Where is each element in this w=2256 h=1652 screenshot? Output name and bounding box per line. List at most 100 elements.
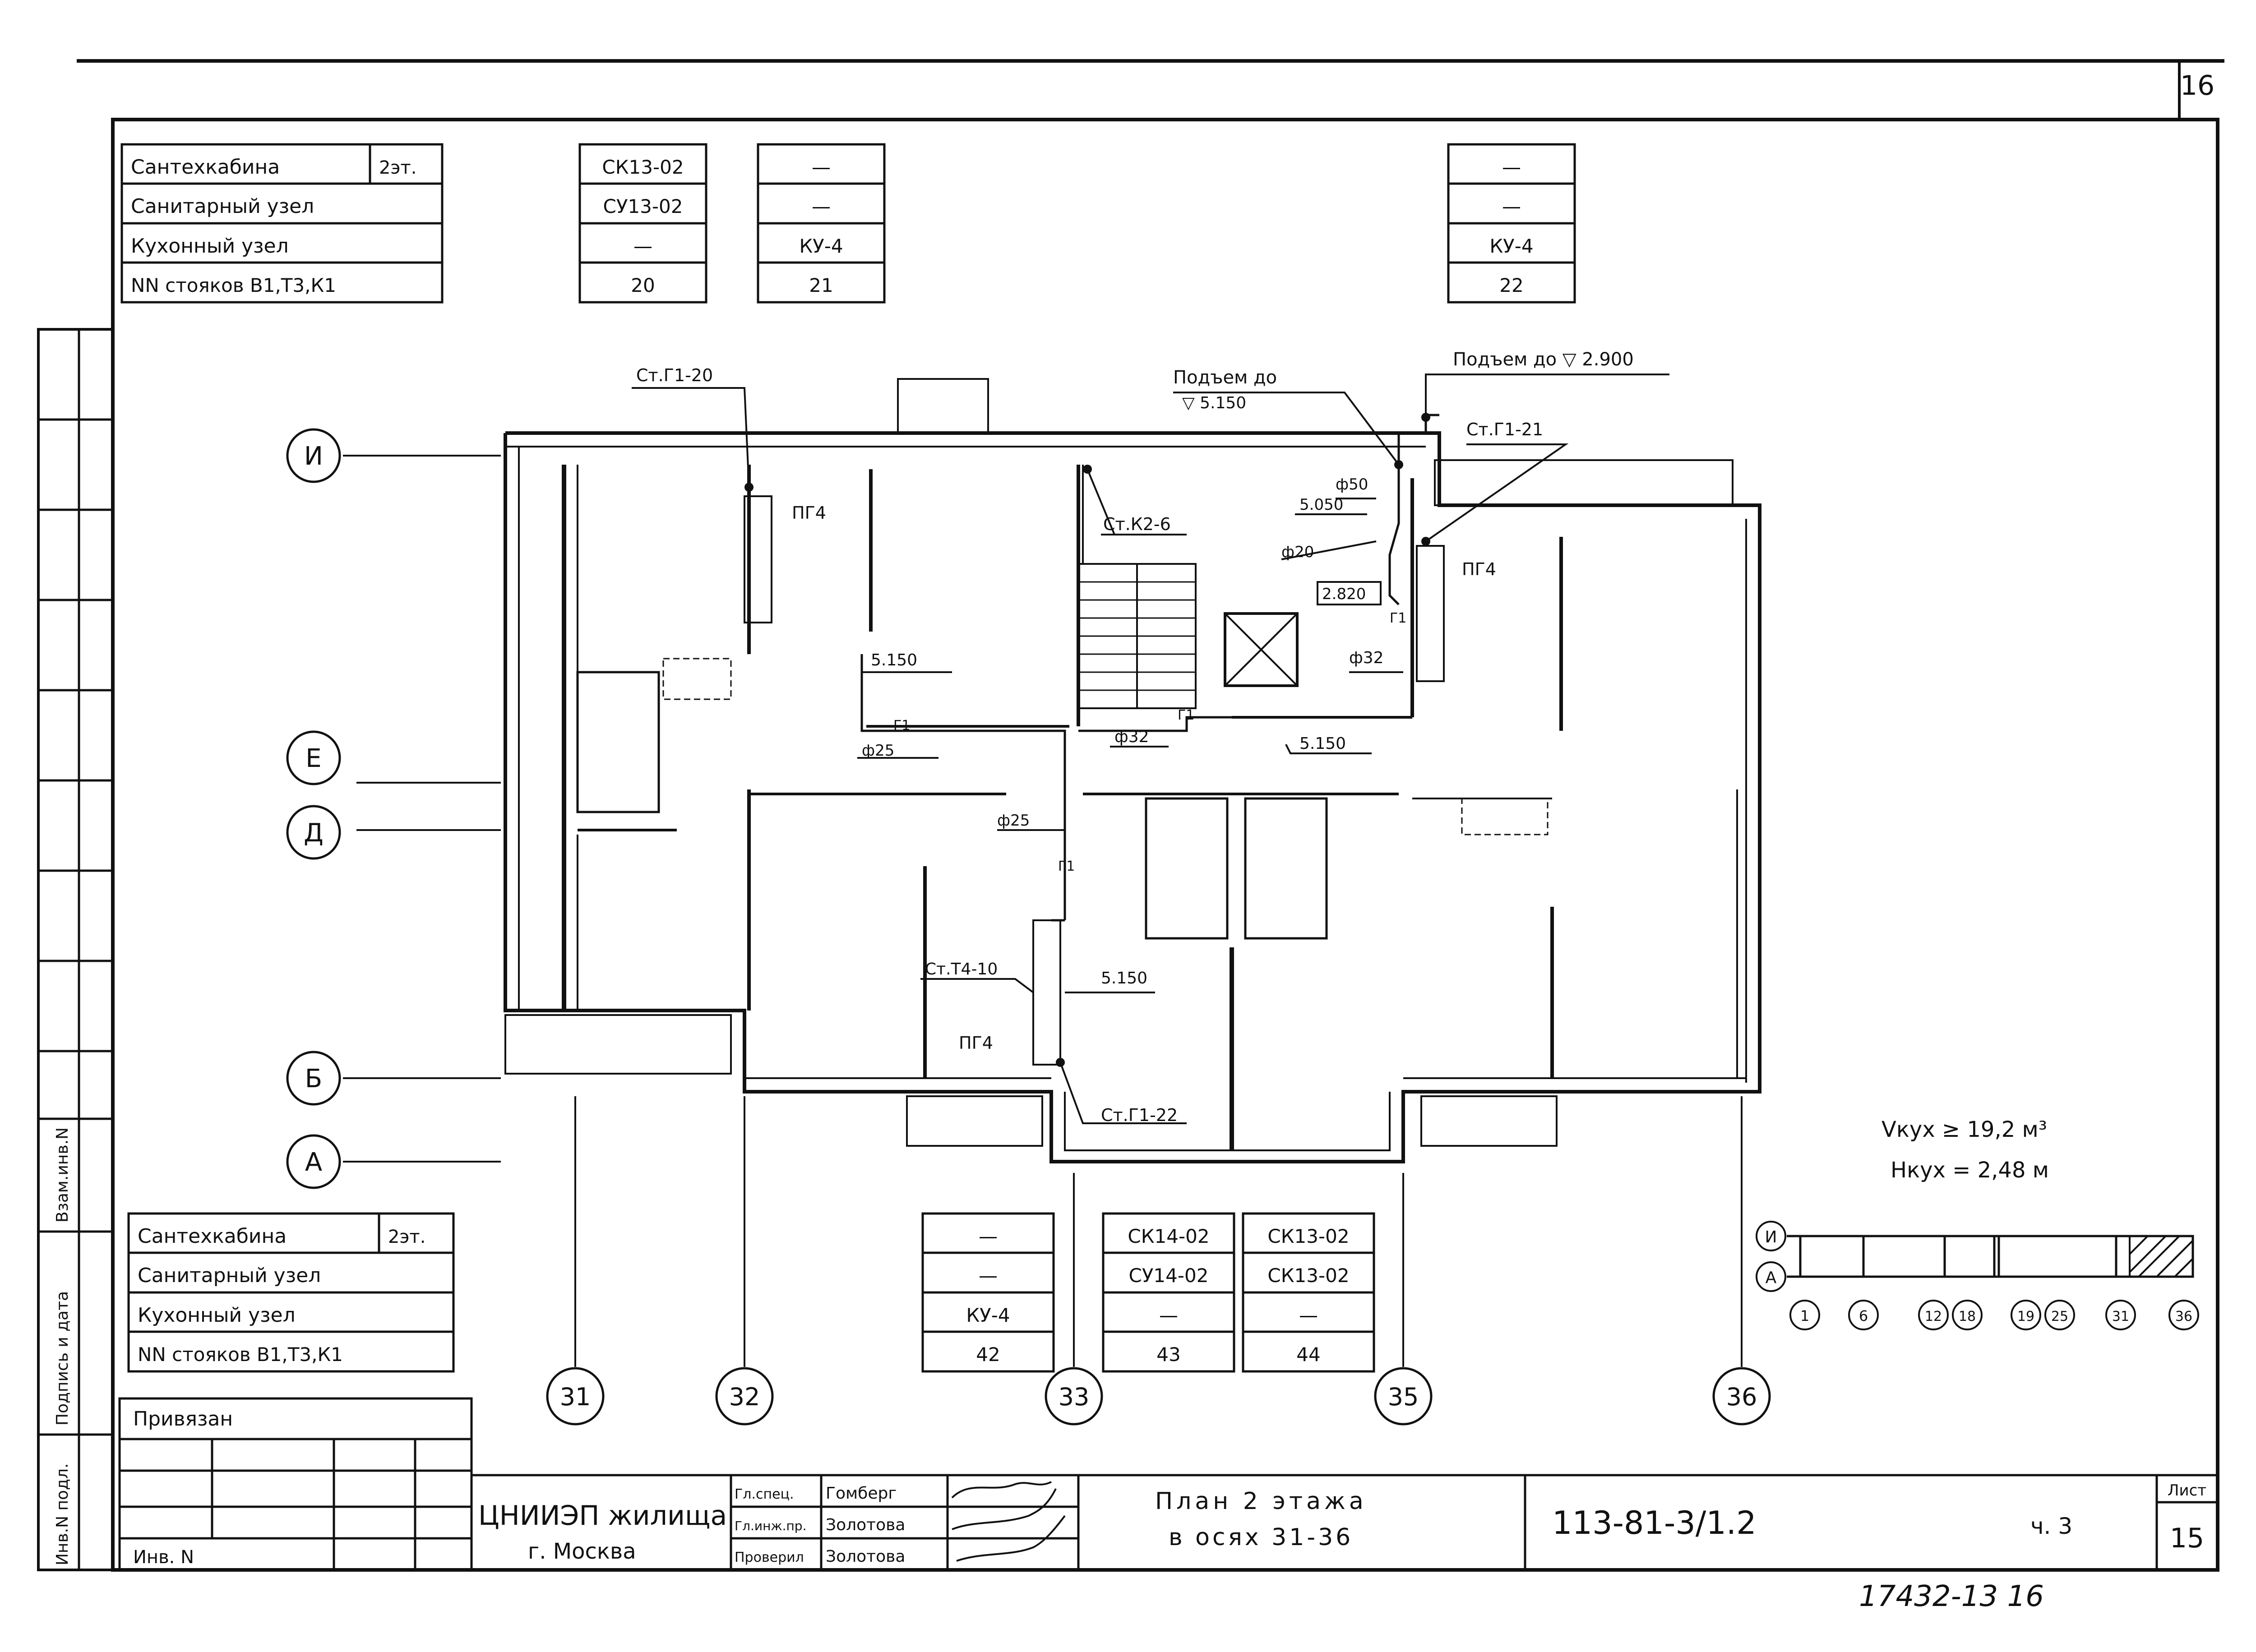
legend-bottom-c0-r1: — — [979, 1264, 998, 1287]
privyazan-label: Привязан — [133, 1407, 233, 1431]
axis-row-b-circle — [286, 1051, 341, 1106]
axis-col-33: 33 — [1059, 1383, 1090, 1411]
label-podem-do-1: Подъем до — [1173, 367, 1277, 388]
legend-bottom-c0-r3: 42 — [976, 1343, 1000, 1366]
axis-row-d-circle — [286, 805, 341, 860]
axis-labels: И Е Д Б А 31 32 33 35 36 — [304, 442, 1757, 1411]
legend-top-row-0: Сантехкабина — [131, 156, 280, 179]
legend-top-row-2: Кухонный узел — [131, 235, 289, 258]
label-g1c: Г1 — [1390, 610, 1406, 626]
key-col-18: 18 — [1959, 1309, 1976, 1324]
project-code: 113-81-3/1.2 — [1552, 1504, 1757, 1541]
title-block — [470, 1474, 2219, 1571]
legend-top-c2-r1: — — [1502, 195, 1521, 217]
axis-row-i: И — [304, 442, 323, 471]
axis-col-35-circle — [1374, 1367, 1433, 1426]
legend-bottom-c2-r1: СК13-02 — [1267, 1264, 1349, 1287]
role-2: Проверил — [735, 1550, 804, 1565]
label-2820: 2.820 — [1322, 585, 1366, 603]
privyazan-block — [118, 1397, 473, 1571]
side-stamp: Инв.N подл. Подпись и дата Взам.инв.N — [53, 1127, 72, 1565]
label-podem-do-1-val: ▽ 5.150 — [1182, 394, 1246, 412]
axis-lines — [343, 455, 1743, 1367]
name-1: Золотова — [826, 1516, 905, 1534]
label-d25b: ф25 — [997, 812, 1030, 830]
legend-bottom-c2-r3: 44 — [1296, 1343, 1320, 1366]
name-2: Золотова — [826, 1547, 905, 1566]
legend-bottom-c2-r0: СК13-02 — [1267, 1225, 1349, 1247]
label-d50: ф50 — [1336, 475, 1368, 494]
label-d20: ф20 — [1281, 543, 1314, 561]
drawing-frame — [37, 59, 2224, 1572]
label-st-g1-20: Ст.Г1-20 — [636, 365, 713, 385]
axis-row-a: А — [305, 1148, 322, 1177]
legend-top-c1-r1: — — [812, 195, 831, 217]
legend-bottom-text: Сантехкабина 2эт. Санитарный узел Кухонн… — [138, 1225, 1350, 1366]
legend-top-c1-r2: КУ-4 — [799, 235, 843, 257]
plan-annotations: Ст.Г1-20 Ст.Г1-21 Ст.Г1-22 Ст.К2-6 Ст.Т4… — [636, 349, 1634, 1125]
axis-row-d: Д — [304, 818, 324, 848]
label-5150a: 5.150 — [871, 651, 917, 669]
key-plan-markers — [1756, 1221, 2199, 1330]
legend-bottom-floor: 2эт. — [388, 1227, 425, 1247]
axis-markers — [286, 428, 1771, 1426]
legend-bottom-row-3: NN стояков В1,Т3,К1 — [138, 1343, 343, 1366]
legend-bottom-c2-r2: — — [1299, 1304, 1318, 1326]
axis-col-32: 32 — [729, 1383, 760, 1411]
key-col-36: 36 — [2175, 1309, 2192, 1324]
side-stamp-sign: Подпись и дата — [53, 1291, 72, 1426]
axis-col-36: 36 — [1726, 1383, 1757, 1411]
name-0: Гомберг — [826, 1484, 897, 1503]
org-city: г. Москва — [528, 1539, 636, 1564]
legend-top — [120, 143, 1576, 304]
label-d32b: ф32 — [1114, 728, 1149, 746]
sheet-title-1: План 2 этажа — [1155, 1488, 1367, 1515]
project-part: ч. 3 — [2030, 1513, 2072, 1539]
sheet-label: Лист — [2168, 1481, 2206, 1500]
side-stamp-inv: Инв.N подл. — [53, 1463, 72, 1565]
legend-bottom — [127, 1212, 1375, 1373]
legend-bottom-c1-r0: СК14-02 — [1128, 1225, 1209, 1247]
inv-n-label: Инв. N — [133, 1547, 194, 1568]
axis-col-33-circle — [1045, 1367, 1103, 1426]
label-st-k2-6: Ст.К2-6 — [1103, 514, 1171, 534]
legend-top-c2-r2: КУ-4 — [1489, 235, 1533, 257]
title-block-text: ЦНИИЭП жилища г. Москва Гл.спец. Гомберг… — [478, 1481, 2206, 1566]
axis-row-a-circle — [286, 1134, 341, 1189]
label-pg4a: ПГ4 — [792, 503, 826, 523]
label-g1d: Г1 — [1058, 858, 1075, 874]
label-pg4b: ПГ4 — [1462, 559, 1496, 579]
signatures — [951, 1481, 1066, 1562]
key-col-31: 31 — [2112, 1309, 2129, 1324]
axis-col-31: 31 — [560, 1383, 591, 1411]
key-col-19: 19 — [2017, 1309, 2034, 1324]
key-col-1: 1 — [1800, 1307, 1809, 1324]
legend-bottom-c0-r2: КУ-4 — [966, 1304, 1010, 1326]
label-d25a: ф25 — [862, 742, 894, 760]
label-g1a: Г1 — [893, 718, 910, 734]
legend-top-floor: 2эт. — [379, 157, 416, 178]
volume-v: Vкух ≥ 19,2 м³ — [1882, 1117, 2047, 1142]
axis-row-e-circle — [286, 730, 341, 785]
label-pg4c: ПГ4 — [959, 1033, 993, 1053]
legend-top-text: Сантехкабина 2эт. Санитарный узел Кухонн… — [131, 156, 1534, 296]
sheet-number-top: 16 — [2180, 70, 2214, 102]
legend-bottom-c1-r3: 43 — [1156, 1343, 1180, 1366]
volume-h: Hкух = 2,48 м — [1891, 1158, 2049, 1183]
legend-top-c0-r1: СУ13-02 — [603, 195, 683, 217]
key-row-a: А — [1766, 1269, 1777, 1287]
label-d32a: ф32 — [1349, 649, 1384, 667]
org-name: ЦНИИЭП жилища — [478, 1500, 727, 1532]
role-0: Гл.спец. — [735, 1486, 794, 1502]
legend-top-c2-r3: 22 — [1499, 274, 1523, 296]
legend-bottom-c1-r1: СУ14-02 — [1129, 1264, 1209, 1287]
axis-col-36-circle — [1712, 1367, 1771, 1426]
axis-row-e: Е — [305, 744, 321, 773]
label-5150c: 5.150 — [1101, 969, 1147, 988]
legend-bottom-c1-r2: — — [1159, 1304, 1178, 1326]
label-st-g1-22: Ст.Г1-22 — [1101, 1105, 1178, 1125]
key-plan-hatch — [2129, 1235, 2194, 1278]
key-col-12: 12 — [1925, 1309, 1942, 1324]
key-col-25: 25 — [2051, 1309, 2068, 1324]
